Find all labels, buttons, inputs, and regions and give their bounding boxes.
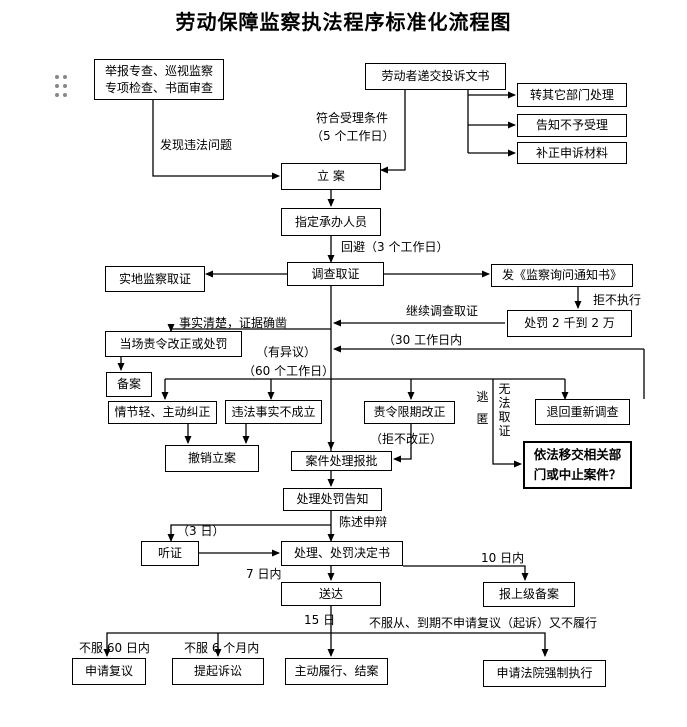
node-supplement-materials: 补正申诉材料 — [517, 142, 627, 164]
node-voluntary-performance: 主动履行、结案 — [285, 658, 388, 685]
label-three-days: （3 日） — [177, 524, 225, 538]
node-apply-review: 申请复议 — [72, 658, 146, 685]
label-disagree-60: 不服 60 日内 — [79, 641, 150, 655]
label-seven-days: 7 日内 — [246, 567, 282, 581]
label-not-comply: 不服从、到期不申请复议（起诉）又不履行 — [369, 616, 598, 630]
node-violation-not-established: 违法事实不成立 — [225, 400, 322, 424]
label-fifteen-days: 15 日 — [304, 613, 336, 627]
node-deliver: 送达 — [281, 582, 381, 606]
node-apply-court-enforcement: 申请法院强制执行 — [483, 660, 606, 687]
node-reject-reinvestigate: 退回重新调查 — [535, 399, 630, 425]
label-found-violation: 发现违法问题 — [160, 138, 233, 152]
node-assign-officer: 指定承办人员 — [281, 208, 381, 236]
node-notify-not-accept: 告知不予受理 — [517, 114, 627, 137]
label-statement-defense: 陈述申辩 — [339, 515, 388, 529]
node-hearing: 听证 — [141, 541, 199, 566]
node-penalty-notice: 处理处罚告知 — [283, 488, 382, 511]
page-title: 劳动保障监察执法程序标准化流程图 — [175, 10, 512, 34]
node-submit-complaint: 劳动者递交投诉文书 — [365, 63, 506, 90]
node-transfer-or-suspend: 依法移交相关部 门或中止案件？ — [523, 441, 632, 489]
node-onsite-inspection: 实地监察取证 — [105, 266, 205, 292]
node-file-lawsuit: 提起诉讼 — [172, 658, 264, 685]
node-revoke-case: 撤销立案 — [165, 445, 259, 472]
label-continue-investigation: 继续调查取证 — [406, 304, 479, 318]
node-report-superior: 报上级备案 — [483, 582, 575, 607]
label-has-objection: （有异议） — [256, 345, 317, 359]
node-order-correct-onsite: 当场责令改正或处罚 — [105, 331, 242, 357]
node-fine: 处罚 2 千到 2 万 — [507, 310, 632, 337]
label-meets-conditions-2: （5 个工作日） — [311, 129, 395, 143]
label-escape: 逃匿 — [476, 390, 489, 426]
node-case-approval: 案件处理报批 — [291, 451, 392, 471]
label-sixty-days: （60 个工作日） — [243, 364, 335, 378]
label-refuse-execute: 拒不执行 — [593, 293, 642, 307]
node-send-inquiry-notice: 发《监察询问通知书》 — [491, 264, 633, 287]
node-order-correct-deadline: 责令限期改正 — [364, 401, 455, 424]
node-minor-circumstances: 情节轻、主动纠正 — [108, 401, 217, 424]
label-recusal: 回避（3 个工作日） — [341, 240, 449, 254]
node-penalty-decision: 处理、处罚决定书 — [281, 541, 403, 566]
node-record: 备案 — [106, 372, 152, 397]
label-disagree-6m: 不服 6 个月内 — [184, 641, 260, 655]
node-transfer-other-dept: 转其它部门处理 — [517, 83, 627, 107]
label-facts-clear: 事实清楚，证据确凿 — [179, 316, 288, 330]
node-investigate: 调查取证 — [287, 262, 384, 286]
label-thirty-days: （30 工作日内 — [383, 333, 463, 347]
label-meets-conditions-1: 符合受理条件 — [316, 111, 389, 125]
node-file-case: 立 案 — [281, 163, 381, 190]
drag-handle-icon[interactable] — [55, 75, 69, 97]
label-ten-days: 10 日内 — [481, 551, 525, 565]
label-refuse-correct: （拒不改正） — [370, 432, 443, 446]
node-report-sources: 举报专查、巡视监察 专项检查、书面审查 — [94, 59, 224, 100]
label-no-evidence: 无法取证 — [498, 382, 511, 438]
